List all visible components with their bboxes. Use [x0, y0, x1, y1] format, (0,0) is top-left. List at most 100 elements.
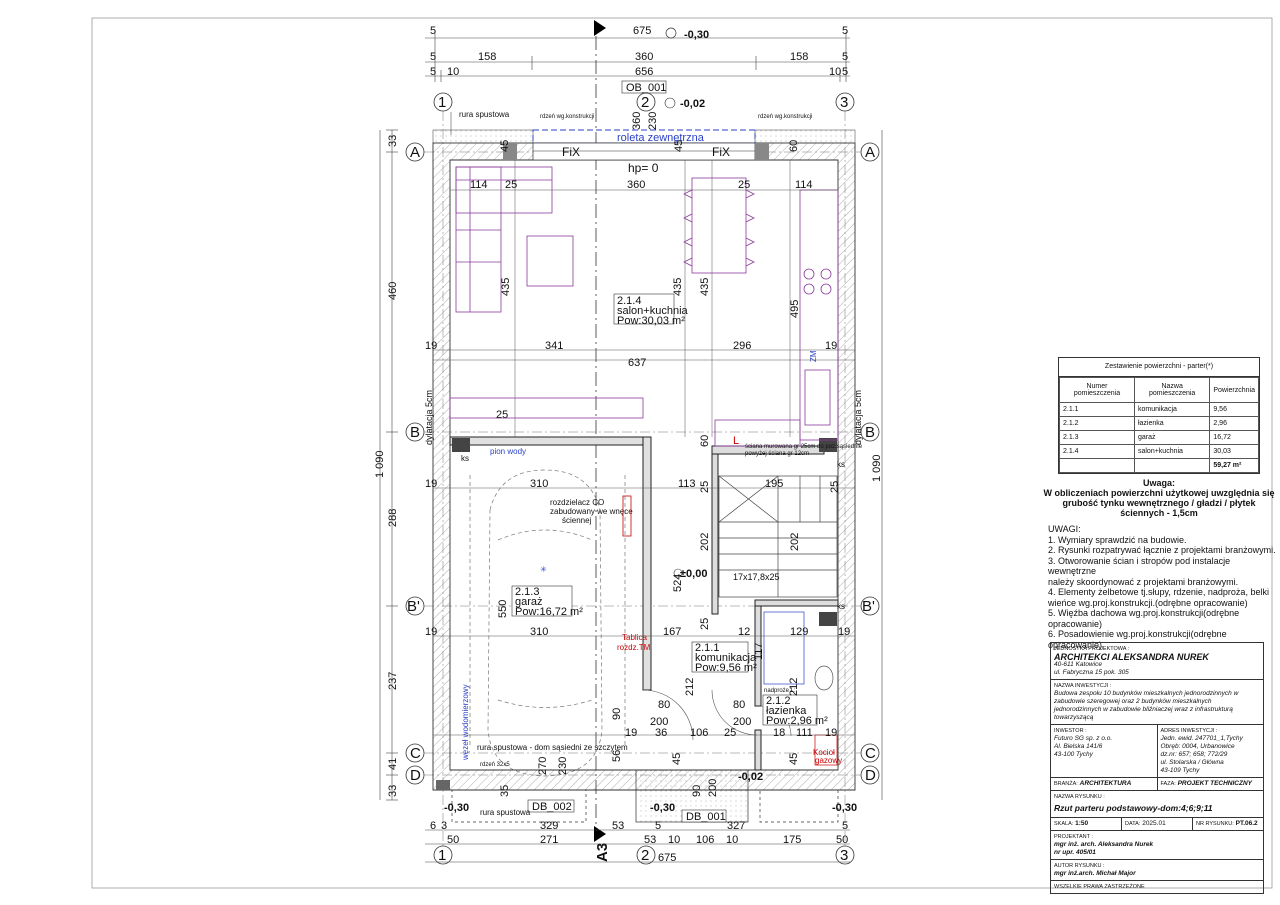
di-60: 60 — [788, 140, 800, 152]
address-line: ul. Stolarska / Główna — [1160, 759, 1224, 766]
dim-r2-2: 360 — [635, 51, 653, 63]
di-42: 36 — [655, 727, 667, 739]
note-item: należy skoordynować z projektami branżow… — [1048, 576, 1239, 587]
designer-caption: PROJEKTANT : — [1054, 834, 1093, 840]
side-dimension-lines — [379, 129, 883, 801]
section-arrow-bottom — [594, 826, 606, 842]
faza-caption: FAZA: — [1160, 781, 1176, 787]
l-mark: L — [733, 435, 739, 447]
author-caption: AUTOR RYSUNKU : — [1054, 863, 1105, 869]
di-24: 524 — [672, 574, 684, 592]
di-20: 195 — [765, 478, 783, 490]
di-40: 200 — [733, 716, 751, 728]
di-51: 270 — [537, 757, 549, 775]
db-r2-5: 10 — [726, 834, 738, 846]
stairs — [718, 475, 838, 598]
di-35: 212 — [788, 678, 800, 696]
table-row: 2.1.2 łazienka 2,96 — [1059, 416, 1259, 431]
di-8: 495 — [789, 300, 801, 318]
investment-section: NAZWA INWESTYCJI : Budowa zespołu 10 bud… — [1051, 680, 1263, 725]
di-56: 360 — [631, 112, 643, 130]
ks-label-1: ks — [461, 454, 469, 463]
room-2-1-3-name: garaż — [515, 596, 543, 608]
kociol-2: gazowy — [815, 756, 842, 765]
di-0: 114 — [470, 179, 488, 191]
room-2-1-2: 2.1.2 łazienka Pow:2,96 m² — [762, 694, 828, 727]
dylatacja-right: dylatacja 5cm — [853, 390, 863, 445]
di-19: 25 — [699, 481, 711, 493]
summary-total-row: 59,27 m² — [1059, 458, 1259, 473]
table-cell: 2.1.3 — [1059, 430, 1135, 445]
axis-A-left: A — [410, 144, 420, 161]
dim-left-5: 41 — [387, 758, 399, 770]
level-marker-icon — [665, 27, 677, 39]
dim-top-overall: 675 — [633, 25, 651, 37]
axis-bubbles — [405, 92, 880, 865]
axis-1-top: 1 — [438, 94, 446, 111]
uwaga-note: Uwaga: W obliczeniach powierzchni użytko… — [1042, 478, 1276, 518]
drawing-name-caption: NAZWA RYSUNKU : — [1054, 794, 1105, 800]
room-2-1-1-id: 2.1.1 — [695, 642, 719, 654]
address-caption: ADRES INWESTYCJI : — [1160, 728, 1218, 734]
di-31: 129 — [790, 626, 808, 638]
note-item: 3. Otworowanie ścian i stropów pod insta… — [1048, 555, 1231, 577]
designer-section: PROJEKTANT : mgr inż. arch. Aleksandra N… — [1051, 831, 1263, 860]
summary-header-number: Numer pomieszczenia — [1059, 377, 1135, 403]
top-dimension-lines — [425, 32, 850, 82]
summary-header-area: Powierzchnia — [1209, 377, 1259, 403]
wall-cap-right — [754, 129, 856, 144]
dim-left-6: 33 — [387, 785, 399, 797]
rdzen-label-left: rdzeń wg.konstrukcji — [540, 114, 594, 120]
dim-left-1: 460 — [387, 282, 399, 300]
date-caption: DATA: — [1125, 821, 1141, 827]
di-41: 19 — [625, 727, 637, 739]
db-r2-1: 271 — [540, 834, 558, 846]
di-25: 550 — [497, 600, 509, 618]
di-32: 19 — [838, 626, 850, 638]
di-2: 360 — [627, 179, 645, 191]
furniture — [449, 166, 839, 447]
table-cell: 2.1.2 — [1059, 416, 1135, 431]
unit-address-2: ul. Fabryczna 15 pok. 305 — [1054, 669, 1129, 676]
axis-3-top: 3 — [840, 94, 848, 111]
room-2-1-3-area: Pow:16,72 m² — [515, 606, 583, 618]
db-r2-4: 106 — [696, 834, 714, 846]
db-r1-6: 5 — [842, 820, 848, 832]
table-cell: 9,56 — [1209, 402, 1259, 417]
dim-r3-3: 10 — [829, 66, 841, 78]
axis-A-right: A — [865, 144, 875, 161]
unit-address-1: 40-611 Katowice — [1054, 661, 1102, 668]
level-minus002-top: -0,02 — [680, 98, 705, 110]
dim-r2-0: 5 — [430, 51, 436, 63]
rura-spustowa-top: rura spustowa — [459, 110, 510, 119]
rozdzielacz-3: ściennej — [562, 516, 592, 525]
investor-caption: INWESTOR : — [1054, 728, 1087, 734]
di-57: 230 — [647, 112, 659, 130]
table-row: 2.1.4 salon+kuchnia 30,03 — [1059, 444, 1259, 459]
table-cell: 2.1.1 — [1059, 402, 1135, 417]
di-53: 35 — [499, 785, 511, 797]
unit-name: ARCHITEKCI ALEKSANDRA NUREK — [1054, 652, 1209, 662]
ceiling-lamp-icon: ✳ — [540, 565, 547, 574]
investment-caption: NAZWA INWESTYCJI : — [1054, 683, 1112, 689]
car-outline — [469, 469, 626, 777]
di-16: 310 — [530, 478, 548, 490]
dim-r3-1: 10 — [447, 66, 459, 78]
di-17: 19 — [425, 478, 437, 490]
db-r1-5: 327 — [727, 820, 745, 832]
di-27: 19 — [425, 626, 437, 638]
db-r1-0: 6 — [430, 820, 436, 832]
di-58: 45 — [499, 140, 511, 152]
table-row: 2.1.3 garaż 16,72 — [1059, 430, 1259, 445]
di-36: 80 — [658, 699, 670, 711]
di-15: 60 — [699, 435, 711, 447]
nadproze: nadproże L: — [764, 688, 796, 694]
di-10: 341 — [545, 340, 563, 352]
room-2-1-1: 2.1.1 komunikacja Pow:9,56 m² — [691, 641, 757, 674]
di-55: 200 — [707, 779, 719, 797]
author-name: mgr inż.arch. Michał Major — [1054, 870, 1136, 877]
unit-caption: JEDNOSTKA PROJEKTOWA : — [1054, 646, 1130, 652]
tablica-1: Tablica — [622, 633, 647, 642]
di-33: 117 — [753, 642, 765, 660]
fix-label-left: FiX — [562, 145, 580, 159]
